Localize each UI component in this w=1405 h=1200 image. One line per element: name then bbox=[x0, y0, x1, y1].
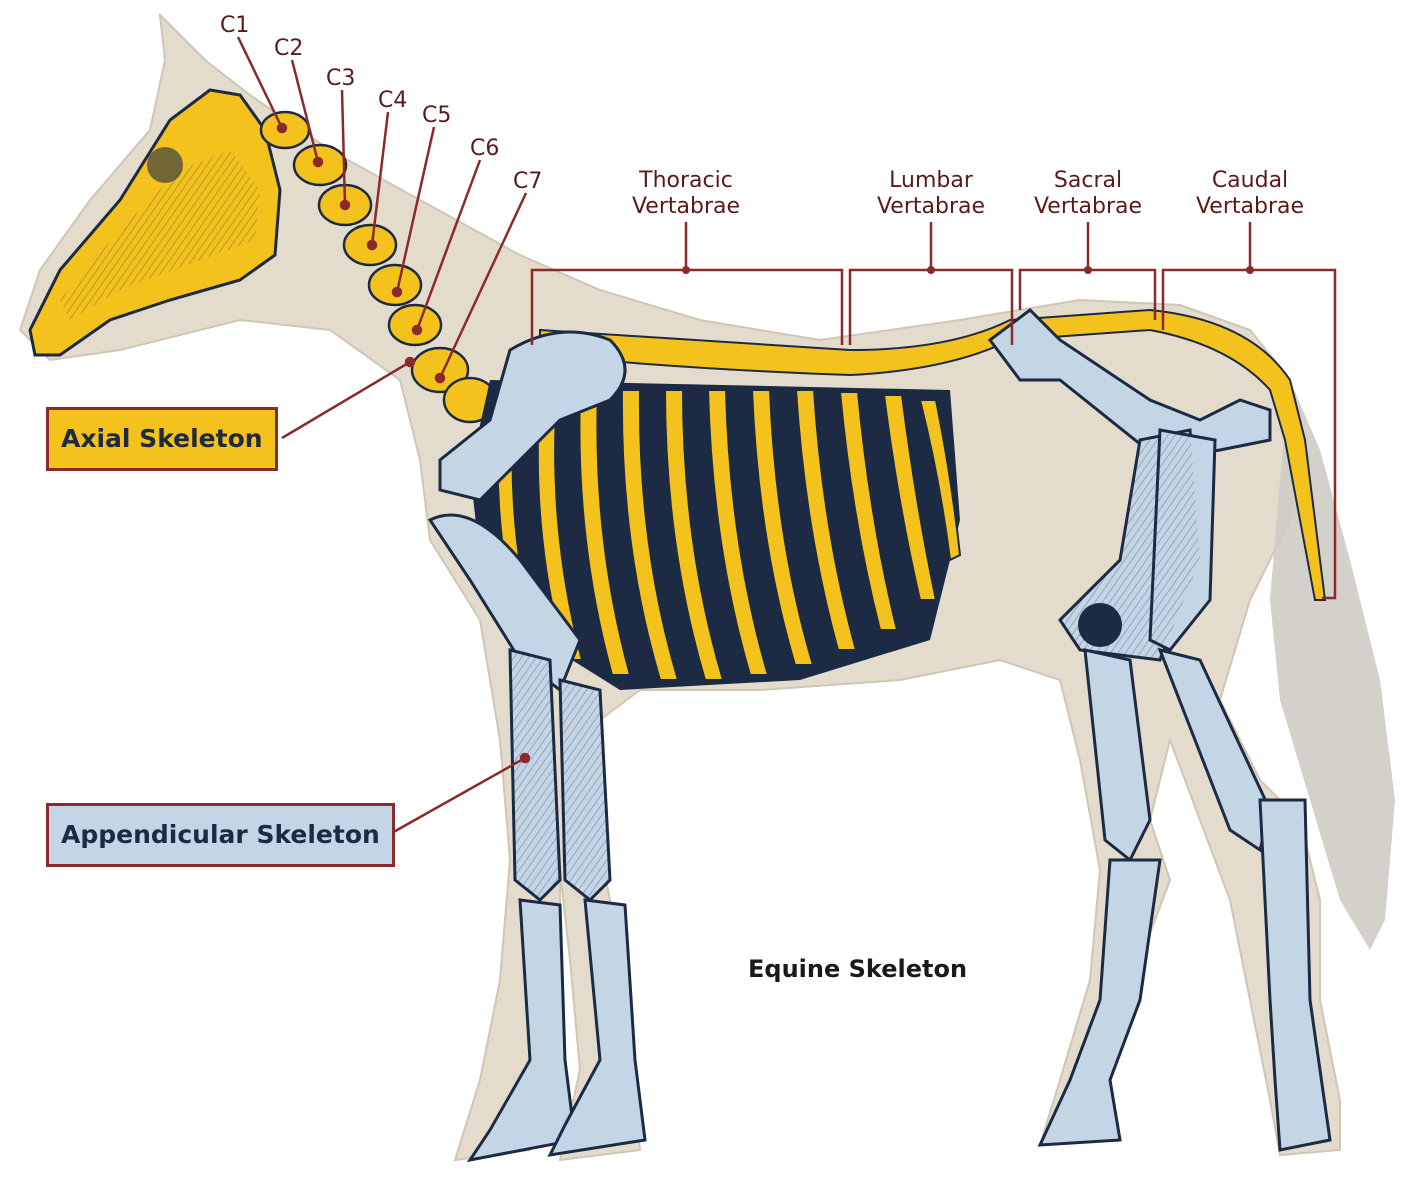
spine bbox=[539, 308, 1327, 601]
label-sacral: Sacral Vertabrae bbox=[1033, 168, 1143, 219]
label-lumbar: Lumbar Vertabrae bbox=[876, 168, 986, 219]
cervical-leaders bbox=[236, 36, 528, 384]
hind-limb-hatching bbox=[1060, 430, 1200, 660]
appendicular-skeleton-label: Appendicular Skeleton bbox=[46, 803, 395, 867]
rib-cage bbox=[470, 380, 962, 690]
diagram-title: Equine Skeleton bbox=[748, 955, 968, 983]
label-thoracic: Thoracic Vertabrae bbox=[631, 168, 741, 219]
axial-leader bbox=[281, 360, 411, 440]
eye-socket bbox=[147, 147, 183, 183]
label-caudal: Caudal Vertabrae bbox=[1195, 168, 1305, 219]
label-c5: C5 bbox=[422, 103, 452, 128]
label-c2: C2 bbox=[274, 36, 304, 61]
label-c1: C1 bbox=[220, 13, 250, 38]
region-bracket-dots bbox=[682, 266, 1254, 274]
label-c3: C3 bbox=[326, 66, 356, 91]
appendicular-leader bbox=[389, 756, 526, 836]
skull-hatching bbox=[60, 150, 260, 320]
label-c6: C6 bbox=[470, 136, 500, 161]
caudal-bracket bbox=[1161, 268, 1337, 600]
label-c7: C7 bbox=[513, 169, 543, 194]
box-leaders bbox=[281, 356, 531, 836]
front-limb-hatching bbox=[510, 650, 610, 900]
label-c4: C4 bbox=[378, 88, 408, 113]
axial-skeleton-label: Axial Skeleton bbox=[46, 407, 278, 471]
